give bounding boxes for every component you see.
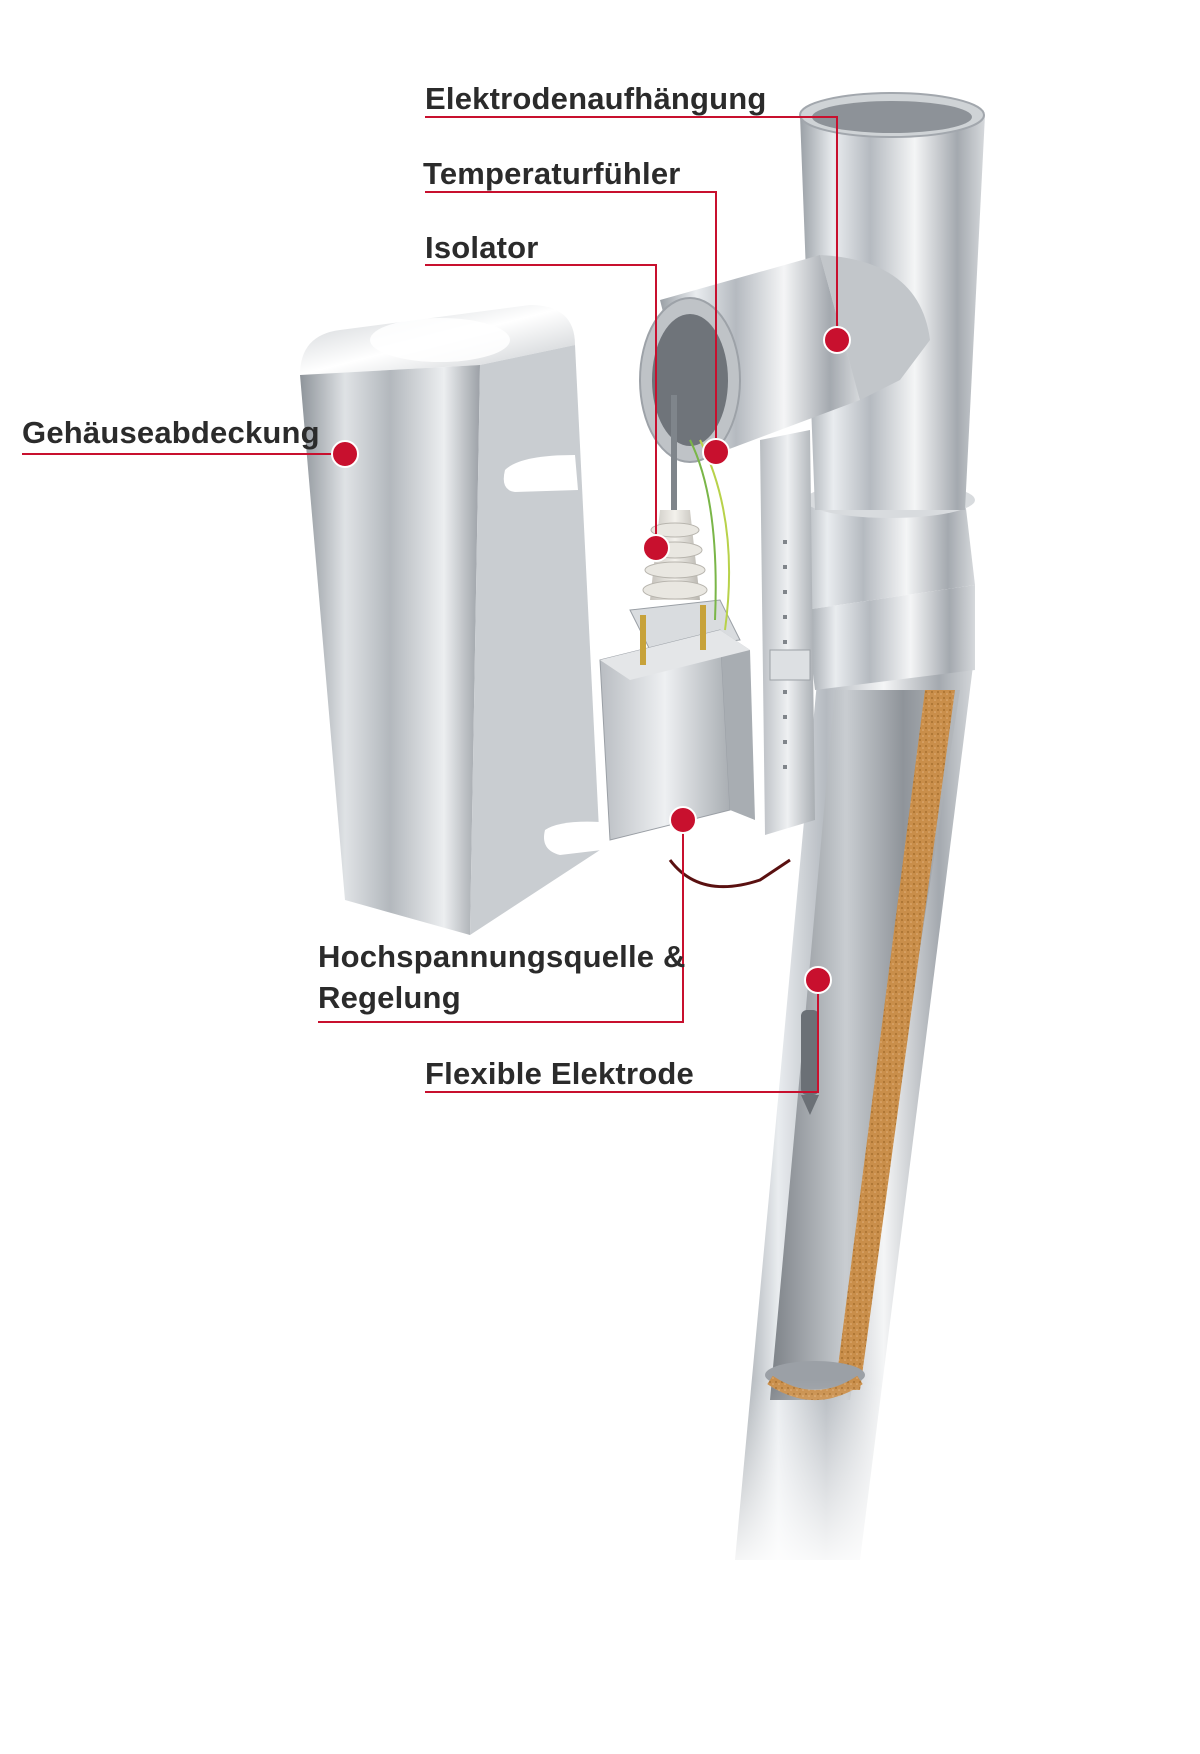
label-gehaeuseabdeckung: Gehäuseabdeckung xyxy=(22,415,320,450)
marker-isolator xyxy=(642,534,670,562)
label-temperaturfuehler: Temperaturfühler xyxy=(423,156,681,191)
label-isolator: Isolator xyxy=(425,230,539,265)
mounting-rail xyxy=(760,430,815,835)
leader-flexible-elektrode xyxy=(425,980,819,1093)
leader-hochspannung xyxy=(318,820,684,1023)
leader-elektrodenaufhaengung xyxy=(425,116,838,340)
chimney-pipe xyxy=(700,650,1020,1580)
flexible-electrode xyxy=(801,1010,819,1115)
leader-isolator xyxy=(425,264,657,548)
label-hochspannungsquelle-line2: Regelung xyxy=(318,980,461,1015)
label-elektrodenaufhaengung: Elektrodenaufhängung xyxy=(425,81,767,116)
housing-cover xyxy=(300,305,602,935)
marker-flexible-elektrode xyxy=(804,966,832,994)
leader-lines xyxy=(22,116,838,1093)
label-flexible-elektrode: Flexible Elektrode xyxy=(425,1056,694,1091)
marker-hochspannung xyxy=(669,806,697,834)
marker-gehaeuseabdeckung xyxy=(331,440,359,468)
pipe-collar xyxy=(795,482,975,690)
label-hochspannungsquelle: Hochspannungsquelle & Regelung xyxy=(318,936,686,1018)
leader-temperaturfuehler xyxy=(425,191,717,452)
marker-temperaturfuehler xyxy=(702,438,730,466)
suspension-sleeve xyxy=(639,255,930,463)
marker-dots xyxy=(331,326,851,994)
marker-elektrodenaufhaengung xyxy=(823,326,851,354)
control-box xyxy=(599,439,791,889)
label-hochspannungsquelle-line1: Hochspannungsquelle & xyxy=(318,939,686,974)
